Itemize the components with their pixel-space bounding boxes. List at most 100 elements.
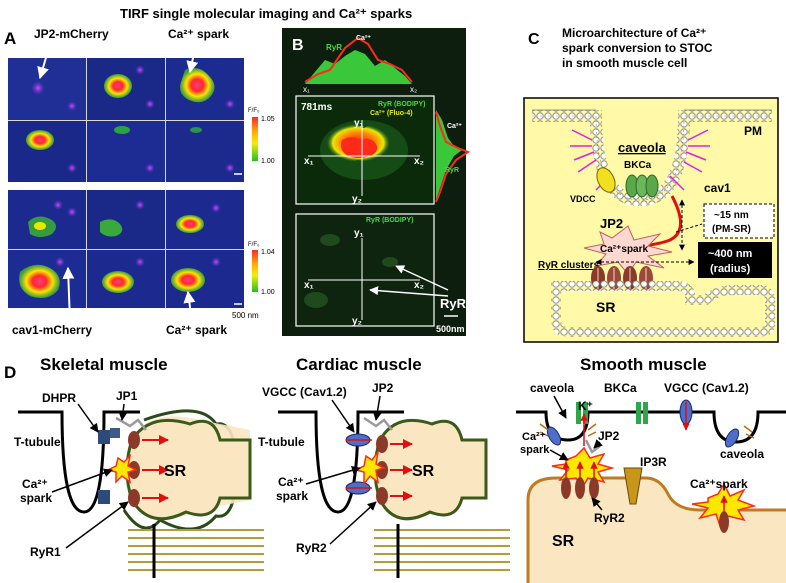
k-ion-label: K⁺ xyxy=(578,399,593,413)
panel-d-letter: D xyxy=(4,363,16,382)
smooth-title: Smooth muscle xyxy=(580,355,707,374)
cardiac-t-tubule xyxy=(278,410,404,514)
sr-label-c: SR xyxy=(596,299,615,315)
label-spark-bottom: Ca²⁺ spark xyxy=(166,323,227,337)
panel-d: D Skeletal muscle SR DHPR JP1 T-tubule xyxy=(4,355,786,583)
skeletal-title: Skeletal muscle xyxy=(40,355,168,374)
distance-box xyxy=(703,203,775,239)
plasma-membrane xyxy=(532,109,772,207)
image-y1: y₁ xyxy=(354,118,364,129)
image-x2: x₂ xyxy=(414,156,424,167)
skeletal-ttubule-label: T-tubule xyxy=(14,435,61,449)
colorbar-top-title: F/F₀ xyxy=(248,108,260,114)
smooth-spark-line-1: Ca²⁺ xyxy=(522,431,546,443)
smooth-spark-right xyxy=(691,482,757,528)
smooth-sr xyxy=(526,476,786,583)
label-cav1-mcherry: cav1-mCherry xyxy=(12,323,92,337)
sr-membrane xyxy=(551,281,775,337)
vgcc-cardiac-label: VGCC (Cav1.2) xyxy=(262,385,347,399)
ryr-image: RyR (BODIPY) y₁ x₁ x₂ y₂ RyR 500nm xyxy=(295,213,467,334)
smooth-caveola-left: caveola xyxy=(530,381,574,395)
cardiac-title: Cardiac muscle xyxy=(296,355,422,374)
radius-line-1: ~400 nm xyxy=(708,248,753,260)
bottom-y1: y₁ xyxy=(354,228,364,239)
cardiac-spark-line-1: Ca²⁺ xyxy=(278,475,304,489)
smooth-diagram: Smooth muscle xyxy=(516,355,786,583)
panel-c-title-3: in smooth muscle cell xyxy=(562,56,687,70)
tirf-top-grid xyxy=(8,58,244,182)
colorbar-bottom-min: 1.00 xyxy=(261,289,275,296)
profile-top-x1: x₁ xyxy=(303,85,310,94)
cav1-label: cav1 xyxy=(704,181,731,195)
pm-label: PM xyxy=(744,124,762,138)
cardiac-ttubule-label: T-tubule xyxy=(258,435,305,449)
bk-channel xyxy=(625,174,659,198)
ryr2-cardiac-label: RyR2 xyxy=(296,541,327,555)
jp1-label: JP1 xyxy=(116,389,138,403)
profile-top-ca: Ca²⁺ xyxy=(356,35,371,42)
colorbar-bottom-max: 1.04 xyxy=(261,249,275,256)
bottom-y2: y₂ xyxy=(352,316,362,327)
label-spark-top: Ca²⁺ spark xyxy=(168,27,229,41)
tirf-bottom-grid xyxy=(8,190,244,308)
radius-box xyxy=(698,242,772,278)
profile-side-ca: Ca²⁺ xyxy=(447,123,462,130)
colorbar-bottom-title: F/F₀ xyxy=(248,242,260,248)
panel-c-letter: C xyxy=(528,31,540,48)
panel-a-letter: A xyxy=(4,29,16,48)
panel-b-letter: B xyxy=(292,37,304,54)
cardiac-sr-label: SR xyxy=(412,463,435,480)
spark-label: Ca²⁺spark xyxy=(600,244,649,255)
skeletal-spark-line-1: Ca²⁺ xyxy=(22,477,48,491)
radius-line-2: (radius) xyxy=(710,263,751,275)
skeletal-myofilaments xyxy=(128,529,264,571)
colorbar-bottom: F/F₀ 1.04 1.00 500 nm xyxy=(232,242,275,320)
smooth-bkca-label: BKCa xyxy=(604,381,637,395)
skeletal-spark-line-2: spark xyxy=(20,491,52,505)
time-stamp: 781ms xyxy=(301,102,333,113)
scale-bar-b: 500nm xyxy=(436,324,465,334)
smooth-vgcc-label: VGCC (Cav1.2) xyxy=(664,381,749,395)
cardiac-diagram: Cardiac muscle SR VGCC (Cav1.2) JP2 T-tu… xyxy=(258,355,510,578)
dhpr-label: DHPR xyxy=(42,391,76,405)
legend-ryr-bodipy: RyR (BODIPY) xyxy=(378,101,425,108)
panel-c: C Microarchitecture of Ca²⁺ spark conver… xyxy=(523,26,779,343)
smooth-sr-label: SR xyxy=(552,533,575,550)
smooth-spark-right-label: Ca²⁺spark xyxy=(690,477,748,491)
spark-image: 781ms RyR (BODIPY) Ca²⁺ (Fluo-4) y₁ x₁ x… xyxy=(295,95,435,205)
bottom-x2: x₂ xyxy=(414,280,424,291)
skeletal-sr-label: SR xyxy=(164,463,187,480)
colorbar-top-min: 1.00 xyxy=(261,158,275,165)
profile-side-ryr: RyR xyxy=(445,167,459,174)
scale-bar-a: 500 nm xyxy=(232,311,259,320)
ryr-arrow-label: RyR xyxy=(440,296,467,311)
bkca-label: BKCa xyxy=(624,160,652,171)
ryr-clusters-label: RyR clusters xyxy=(538,260,600,271)
profile-top-x2: x₂ xyxy=(410,85,417,94)
image-x1: x₁ xyxy=(304,156,314,167)
image-y2: y₂ xyxy=(352,194,362,205)
distance-line-2: (PM-SR) xyxy=(712,224,751,235)
jp2-cardiac-label: JP2 xyxy=(372,381,394,395)
legend-ca-fluo4: Ca²⁺ (Fluo-4) xyxy=(370,110,413,117)
jp2-label: JP2 xyxy=(600,216,623,231)
bottom-legend-ryr: RyR (BODIPY) xyxy=(366,217,413,224)
ip3r-channel xyxy=(623,467,643,505)
smooth-jp2-label: JP2 xyxy=(598,429,620,443)
panel-a: TIRF single molecular imaging and Ca²⁺ s… xyxy=(4,6,412,337)
panel-a-title: TIRF single molecular imaging and Ca²⁺ s… xyxy=(120,6,412,21)
colorbar-top-max: 1.05 xyxy=(261,116,275,123)
smooth-spark-line-2: spark xyxy=(520,444,550,456)
bottom-x1: x₁ xyxy=(304,280,314,291)
ryr1-label: RyR1 xyxy=(30,545,61,559)
cardiac-spark-line-2: spark xyxy=(276,489,308,503)
skeletal-diagram: Skeletal muscle SR DHPR JP1 T-tubule Ca²… xyxy=(14,355,264,578)
vdcc-label: VDCC xyxy=(570,194,596,204)
cardiac-myofilaments xyxy=(374,529,510,571)
label-jp2-mcherry: JP2-mCherry xyxy=(34,27,109,41)
smooth-caveola-right: caveola xyxy=(720,447,764,461)
ip3r-label: IP3R xyxy=(640,455,667,469)
vdcc-channel xyxy=(596,167,616,193)
colorbar-top: F/F₀ 1.05 1.00 xyxy=(234,108,275,175)
